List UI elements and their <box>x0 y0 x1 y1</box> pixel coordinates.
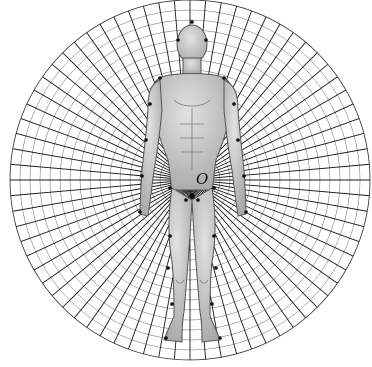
landmark-dot <box>236 138 240 142</box>
landmark-dot <box>244 210 248 214</box>
landmark-dot <box>170 302 174 306</box>
landmark-dot <box>242 174 246 178</box>
landmark-dot <box>166 266 170 270</box>
landmark-dot <box>212 186 216 190</box>
landmark-dot <box>212 234 216 238</box>
landmark-dot <box>222 76 226 80</box>
landmark-dot <box>140 174 144 178</box>
landmark-dot <box>196 198 200 202</box>
landmark-dot <box>214 266 218 270</box>
landmark-dot <box>232 102 236 106</box>
landmark-dot <box>210 302 214 306</box>
origin-point <box>189 193 195 199</box>
landmark-dot <box>164 336 168 340</box>
landmark-dot <box>168 234 172 238</box>
landmark-dot <box>204 38 208 42</box>
landmark-dot <box>144 138 148 142</box>
neck <box>183 58 201 74</box>
head <box>177 25 207 63</box>
landmark-dot <box>148 102 152 106</box>
landmark-dot <box>190 20 194 24</box>
landmark-dot <box>176 38 180 42</box>
landmark-dot <box>138 210 142 214</box>
landmark-dot <box>218 336 222 340</box>
landmark-dot <box>158 76 162 80</box>
landmark-dot <box>168 186 172 190</box>
origin-label: O <box>196 170 208 188</box>
landmark-dot <box>184 198 188 202</box>
